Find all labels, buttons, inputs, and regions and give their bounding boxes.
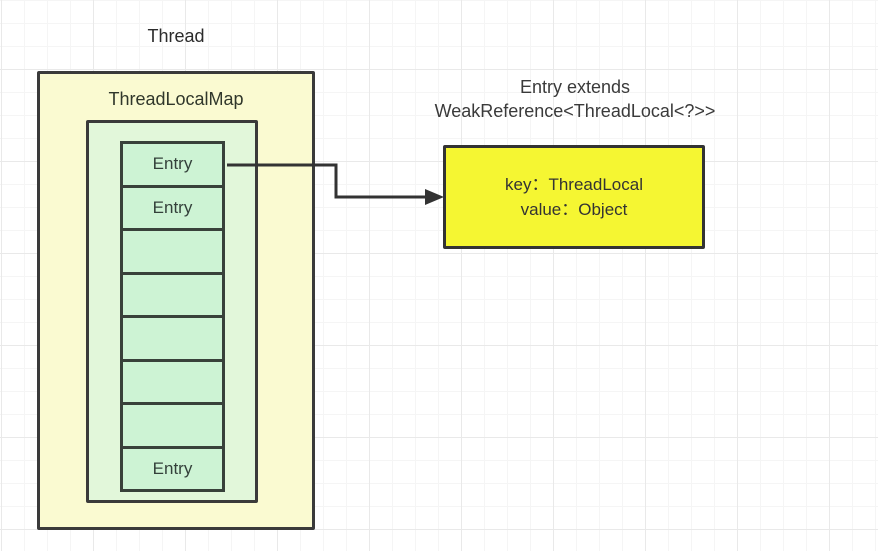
entry-cell-3 bbox=[120, 271, 225, 318]
thread-box: ThreadLocalMap Entry Entry Entry bbox=[37, 71, 315, 530]
entry-cell-4 bbox=[120, 315, 225, 362]
thread-label: Thread bbox=[147, 26, 205, 46]
entry-value-line: value：Object bbox=[520, 200, 628, 219]
entry-annotation-heading-line2: WeakReference<ThreadLocal<?>> bbox=[434, 101, 716, 121]
entry-cell-6 bbox=[120, 402, 225, 449]
entry-cell-2 bbox=[120, 228, 225, 275]
entry-annotation-heading: Entry extends WeakReference<ThreadLocal<… bbox=[404, 75, 746, 123]
threadlocalmap-title: ThreadLocalMap bbox=[108, 89, 244, 109]
entry-key-line: key：ThreadLocal bbox=[505, 175, 643, 194]
entry-cell-5 bbox=[120, 358, 225, 405]
entry-annotation-heading-line1: Entry extends bbox=[519, 77, 631, 97]
entry-cell-0: Entry bbox=[120, 141, 225, 188]
entry-cell-7: Entry bbox=[120, 445, 225, 492]
entry-table: Entry Entry Entry bbox=[120, 141, 225, 492]
threadlocalmap-box: Entry Entry Entry bbox=[86, 120, 258, 503]
entry-detail-box: key：ThreadLocal value：Object bbox=[443, 145, 705, 249]
entry-cell-1: Entry bbox=[120, 184, 225, 231]
